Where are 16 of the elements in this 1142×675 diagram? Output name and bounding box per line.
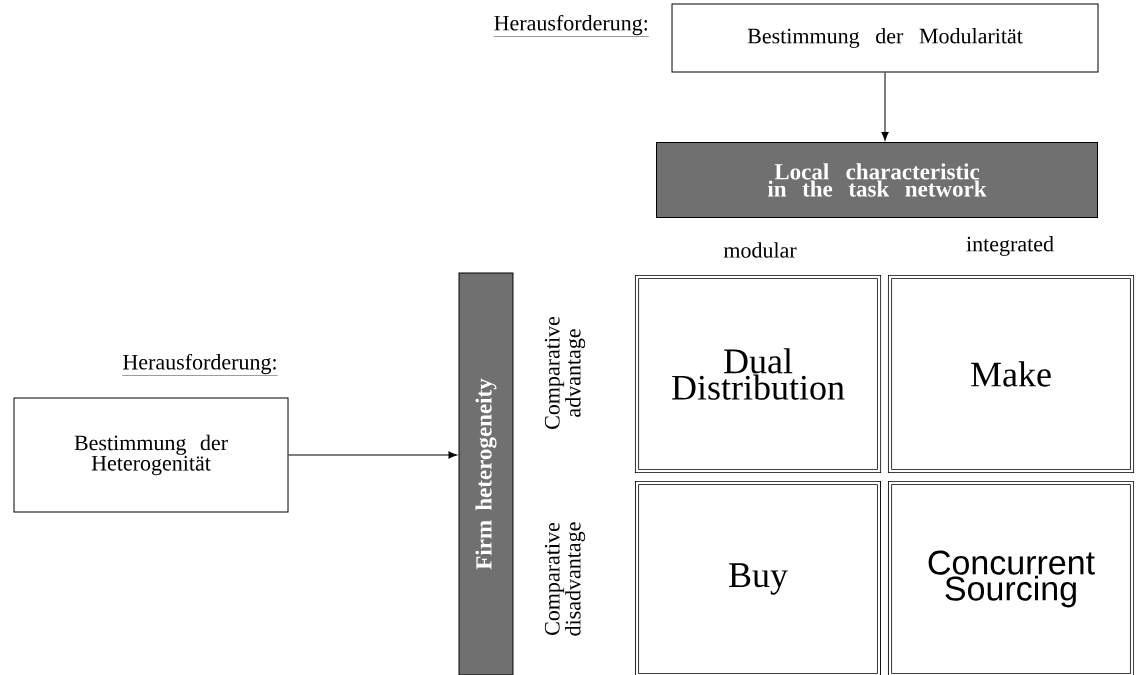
arrow — [288, 451, 458, 459]
axis-label: Comparative advantage — [544, 316, 586, 429]
matrix-cell: Make — [887, 274, 1135, 474]
axis-label: integrated — [966, 236, 1054, 256]
matrix-cell: Concurrent Sourcing — [887, 480, 1135, 675]
process-box: Bestimmung der Modularität — [671, 3, 1099, 73]
heading-label: Herausforderung: — [493, 14, 649, 37]
side-bar: Firm heterogeneity — [458, 272, 514, 675]
axis-label: modular — [723, 242, 797, 258]
matrix-cell: Dual Distribution — [634, 274, 882, 474]
matrix-cell: Buy — [634, 480, 882, 675]
arrow — [881, 72, 889, 141]
heading-label: Herausforderung: — [122, 353, 278, 376]
axis-label: Comparative disadvantage — [544, 522, 586, 636]
header-bar: Local characteristic in the task network — [656, 142, 1098, 218]
process-box: Bestimmung der Heterogenität — [13, 397, 289, 513]
